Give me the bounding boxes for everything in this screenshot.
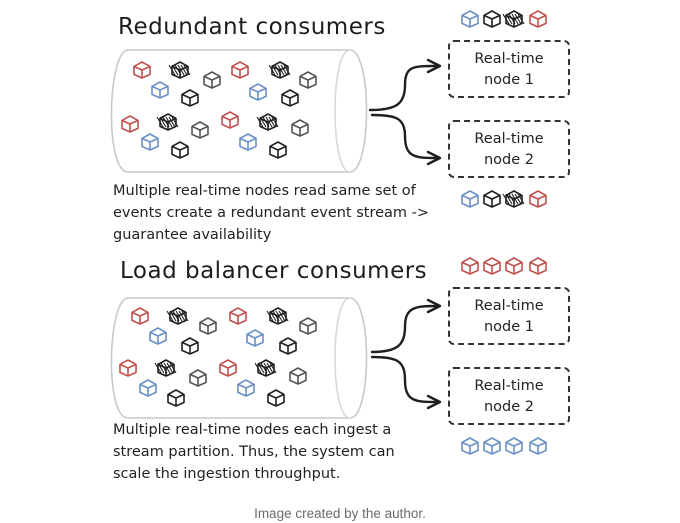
- cube-icon: [461, 190, 479, 208]
- cube-icon: [221, 111, 239, 129]
- node-label: Real-time: [474, 298, 544, 314]
- cube-icon: [291, 119, 309, 137]
- cube-icon: [505, 437, 523, 455]
- cube-icon: [154, 359, 177, 377]
- description-line: Multiple real-time nodes each ingest a: [113, 422, 392, 438]
- cube-icon: [483, 437, 501, 455]
- description-line: guarantee availability: [113, 227, 272, 243]
- cube-icon: [237, 379, 255, 397]
- cube-icon: [249, 83, 267, 101]
- description-line: stream partition. Thus, the system can: [113, 444, 395, 460]
- realtime-node-1-box: Real-time node 1: [448, 287, 570, 345]
- cube-icon: [133, 61, 151, 79]
- cube-icon: [256, 113, 279, 131]
- description-line: scale the ingestion throughput.: [113, 466, 341, 482]
- node-label: node 2: [483, 152, 535, 168]
- cube-icon: [289, 367, 307, 385]
- node-label: Real-time: [474, 131, 544, 147]
- stream-tube-icon: [110, 49, 368, 173]
- cube-icon: [502, 10, 525, 28]
- cube-icon: [461, 437, 479, 455]
- cube-icon: [483, 190, 501, 208]
- cube-icon: [281, 89, 299, 107]
- cube-icon: [181, 89, 199, 107]
- node-label: Real-time: [474, 378, 544, 394]
- cube-icon: [299, 317, 317, 335]
- cube-icon: [151, 81, 169, 99]
- cube-icon: [246, 329, 264, 347]
- cube-icon: [279, 337, 297, 355]
- realtime-node-2-box: Real-time node 2: [448, 120, 570, 178]
- cube-icon: [505, 257, 523, 275]
- cube-icon: [168, 61, 191, 79]
- cube-icon: [461, 257, 479, 275]
- cube-icon: [219, 359, 237, 377]
- cube-icon: [181, 337, 199, 355]
- cube-icon: [529, 257, 547, 275]
- cube-icon: [299, 71, 317, 89]
- cube-icon: [139, 379, 157, 397]
- cube-icon: [239, 133, 257, 151]
- cube-icon: [167, 389, 185, 407]
- cube-icon: [461, 10, 479, 28]
- section-title-load-balancer: Load balancer consumers: [120, 258, 428, 284]
- cube-icon: [231, 61, 249, 79]
- cube-icon: [254, 359, 277, 377]
- cube-icon: [166, 307, 189, 325]
- cube-icon: [189, 369, 207, 387]
- curly-arrow-icon: [368, 58, 442, 166]
- cube-icon: [141, 133, 159, 151]
- image-caption: Image created by the author.: [254, 506, 426, 521]
- node-label: node 1: [483, 72, 535, 88]
- cube-icon: [199, 317, 217, 335]
- cube-icon: [268, 61, 291, 79]
- node-label: Real-time: [474, 51, 544, 67]
- cube-icon: [266, 307, 289, 325]
- realtime-node-1-box: Real-time node 1: [448, 40, 570, 98]
- cube-icon: [529, 190, 547, 208]
- cube-icon: [121, 115, 139, 133]
- cube-icon: [267, 389, 285, 407]
- curly-arrow-icon: [370, 298, 442, 410]
- cube-icon: [529, 10, 547, 28]
- section-title-redundant: Redundant consumers: [118, 14, 386, 40]
- cube-icon: [502, 190, 525, 208]
- cube-icon: [269, 141, 287, 159]
- cube-icon: [203, 71, 221, 89]
- section-description-load-balancer: Multiple real-time nodes each ingest a s…: [113, 419, 395, 485]
- description-line: events create a redundant event stream -…: [113, 205, 430, 221]
- cube-icon: [149, 327, 167, 345]
- cube-icon: [229, 307, 247, 325]
- cube-icon: [171, 141, 189, 159]
- cube-icon: [131, 307, 149, 325]
- cube-icon: [529, 437, 547, 455]
- cube-group: [119, 10, 547, 455]
- realtime-node-2-box: Real-time node 2: [448, 367, 570, 425]
- cube-icon: [483, 257, 501, 275]
- description-line: Multiple real-time nodes read same set o…: [113, 183, 416, 199]
- node-label: node 1: [483, 319, 535, 335]
- node-label: node 2: [483, 399, 535, 415]
- cube-icon: [119, 359, 137, 377]
- cube-icon: [156, 113, 179, 131]
- stream-tube-icon: [110, 297, 368, 419]
- cube-icon: [483, 10, 501, 28]
- section-description-redundant: Multiple real-time nodes read same set o…: [113, 180, 429, 246]
- cube-icon: [191, 121, 209, 139]
